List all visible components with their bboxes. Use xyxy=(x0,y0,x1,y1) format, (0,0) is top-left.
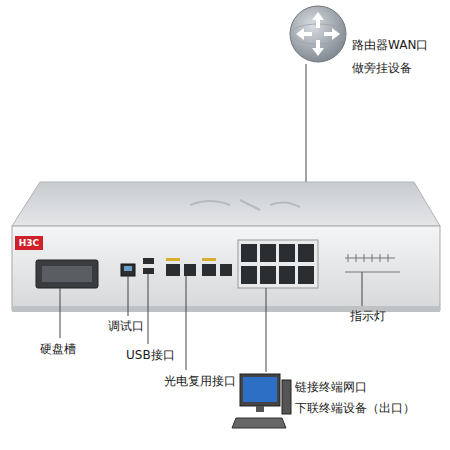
part-name: 光电复用接口 xyxy=(164,374,236,388)
callout-text: 路由器WAN口 xyxy=(352,38,428,52)
part-name: 指示灯 xyxy=(350,309,386,323)
callout-text: 做旁挂设备 xyxy=(352,61,412,75)
disk-slot xyxy=(36,260,98,288)
part-name: 调试口 xyxy=(108,319,144,333)
computer-icon xyxy=(232,374,291,428)
leader-lines xyxy=(60,272,362,372)
chassis-top xyxy=(12,182,440,226)
router-icon xyxy=(290,6,346,62)
part-name: 下联终端设备（出口） xyxy=(295,401,415,415)
logo-badge xyxy=(15,236,43,250)
part-name: 链接终端网口 xyxy=(295,380,367,394)
front-panel xyxy=(12,226,440,310)
part-name: 硬盘槽 xyxy=(40,342,76,356)
part-name: USB接口 xyxy=(126,348,175,362)
brand-logo: H3C xyxy=(19,238,39,249)
